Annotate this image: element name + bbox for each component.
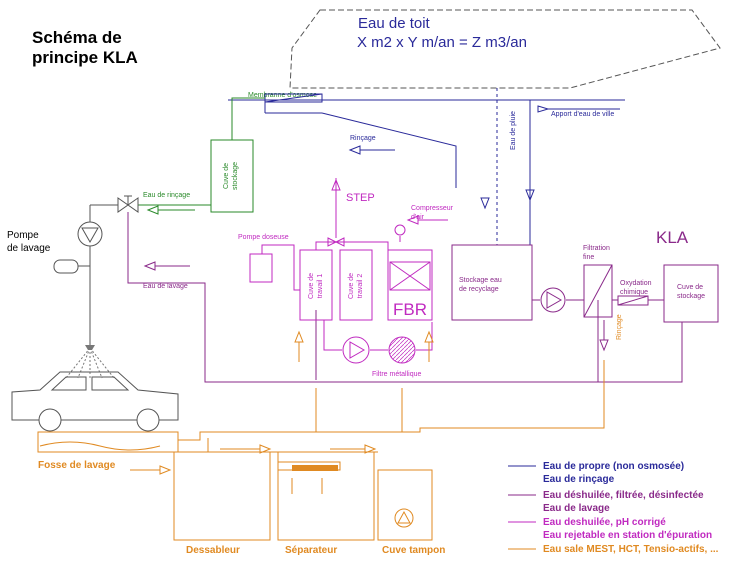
arrow-apport-down [525, 189, 535, 202]
label-stockage-2: de recyclage [459, 286, 499, 293]
label-pluie: Eau de pluie [510, 111, 517, 150]
label-filtration-2: fine [583, 254, 594, 261]
label-pompe-2: de lavage [7, 243, 51, 254]
valve-step [327, 237, 338, 247]
arrow-pluie [480, 197, 490, 210]
label-cuve-right-2: stockage [677, 293, 705, 300]
fbr-reactor [387, 249, 433, 321]
legend-2-line-2: Eau de lavage [543, 503, 610, 514]
legend-4-line-1: Eau sale MEST, HCT, Tensio-actifs, ... [543, 544, 719, 555]
label-cuve-tampon: Cuve tampon [382, 545, 445, 556]
legend-2-line-1: Eau déshuilée, filtrée, désinfectée [543, 490, 704, 501]
valve-left [117, 197, 129, 213]
label-oxydation-1: Oxydation [620, 280, 652, 287]
legend-3-line-2: Eau rejetable en station d'épuration [543, 530, 712, 541]
label-pompe-doseuse: Pompe doseuse [238, 234, 289, 241]
label-step: STEP [346, 192, 375, 204]
label-fbr: FBR [393, 300, 427, 319]
roof-shape [289, 9, 721, 89]
label-rincage-right: Rinçage [616, 314, 623, 340]
cuve-travail-1 [299, 249, 333, 321]
spray-nozzle [65, 347, 115, 379]
filtration-fine [583, 264, 613, 318]
label-kla: KLA [656, 228, 689, 247]
label-cuve-travail-2b: travail 2 [357, 274, 364, 299]
label-cuve-left-1: Cuve de [223, 163, 230, 189]
car-icon [11, 371, 179, 421]
label-separateur: Séparateur [285, 545, 337, 556]
green-lines [138, 97, 265, 206]
label-cuve-right-1: Cuve de [677, 284, 703, 291]
purple-lines [127, 212, 683, 383]
label-apport: Apport d'eau de ville [551, 111, 614, 118]
label-oxydation-2: chimique [620, 289, 648, 296]
moteur-pompe [53, 259, 79, 274]
label-eau-lavage: Eau de lavage [143, 283, 188, 290]
magenta-lines [261, 178, 433, 351]
blue-lines [228, 88, 625, 245]
label-cuve-left-2: stockage [232, 162, 239, 190]
pompe-kla [540, 287, 566, 313]
legend-3-line-1: Eau deshuilée, pH corrigé [543, 517, 666, 528]
legend: Eau de propre (non osmosée) Eau de rinça… [508, 461, 719, 555]
label-cuve-travail-2a: Cuve de [348, 273, 355, 299]
oxydation-chimique [617, 295, 649, 306]
orange-lines [37, 360, 605, 541]
pompe-fbr [342, 336, 370, 364]
arrow-rincage [348, 145, 361, 155]
label-dessableur: Dessableur [186, 545, 240, 556]
stockage-recyclage [451, 244, 533, 321]
arrow-orange-up-1 [294, 330, 304, 343]
label-filtration-1: Filtration [583, 245, 610, 252]
label-fosse-lavage: Fosse de lavage [38, 460, 116, 471]
legend-1-line-1: Eau de propre (non osmosée) [543, 461, 684, 472]
roof-formula: X m2 x Y m/an = Z m3/an [357, 34, 527, 51]
arrow-eau-lavage [143, 261, 156, 271]
pompe-doseuse [249, 253, 273, 283]
filtre-metallique [388, 336, 416, 364]
cuve-stockage-left [210, 139, 254, 213]
label-filtre-metallique: Filtre métallique [372, 371, 422, 378]
title-line-2: principe KLA [32, 48, 138, 67]
arrow-step [331, 178, 341, 191]
roof-title: Eau de toit [358, 15, 431, 32]
title-line-1: Schéma de [32, 28, 122, 47]
pompe-cuve-tampon [394, 508, 414, 528]
label-cuve-travail-1b: travail 1 [317, 274, 324, 299]
cuve-stockage-right [663, 264, 719, 323]
compresseur-icon [394, 224, 406, 236]
label-pompe-1: Pompe [7, 230, 39, 241]
legend-1-line-2: Eau de rinçage [543, 474, 615, 485]
separateur-plaque [292, 465, 338, 471]
arrow-eau-rincage [146, 205, 159, 215]
label-cuve-travail-1a: Cuve de [308, 273, 315, 299]
arrow-rincage-right [599, 339, 609, 352]
label-stockage-1: Stockage eau [459, 277, 502, 284]
label-compresseur-1: Compresseur [411, 205, 454, 212]
cuve-travail-2 [339, 249, 373, 321]
label-eau-rincage: Eau de rinçage [143, 192, 190, 199]
arrow-apport [537, 105, 550, 113]
arrow-orange-right-3 [159, 465, 172, 475]
label-rincage-top: Rinçage [350, 135, 376, 142]
label-membrane: Membranne d'osmose [248, 92, 317, 99]
